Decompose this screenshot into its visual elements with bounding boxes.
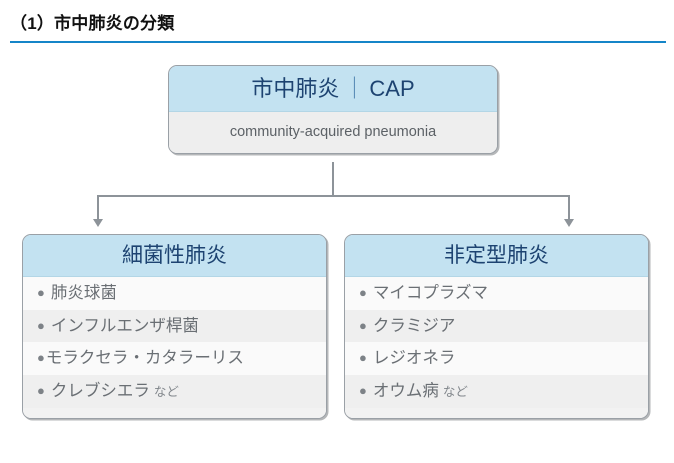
bullet-dot-icon: ● [359,382,367,398]
bullet-dot-icon: ● [359,317,367,333]
connector-trunk-line [332,162,334,196]
list-item: ● クレブシエラなど [23,374,326,408]
node-root-subtitle: community-acquired pneumonia [169,112,497,153]
list-item-label: クラミジア [372,316,456,335]
list-item-suffix: など [442,384,468,399]
list-item: ● オウム病など [345,374,648,408]
list-item: ● マイコプラズマ [345,277,648,310]
bullet-dot-icon: ● [37,285,45,300]
node-atypical-pneumonia: 非定型肺炎 ● マイコプラズマ ● クラミジア ● レジオネラ ● オウム病など [344,234,649,419]
node-bacterial-pneumonia-header: 細菌性肺炎 [23,235,326,277]
list-item-label: マイコプラズマ [372,284,489,302]
node-atypical-pneumonia-header: 非定型肺炎 [345,235,648,277]
list-item-label: クレブシエラ [50,381,150,400]
bullet-dot-icon: ● [359,285,367,300]
arrow-down-left-icon [93,219,103,227]
bullet-dot-icon: ● [359,350,367,366]
list-item-label: インフルエンザ桿菌 [50,316,199,335]
bullet-dot-icon: ● [37,350,45,366]
list-item-label: モラクセラ・カタラーリス [45,349,244,368]
list-item-label: レジオネラ [372,349,456,368]
list-item: ● クラミジア [345,309,648,343]
title-underline-rule [10,41,666,43]
list-item-label: オウム病 [372,381,439,400]
node-root-title-abbr: CAP [369,76,415,101]
list-item: ●モラクセラ・カタラーリス [23,342,326,375]
node-root-header: 市中肺炎｜CAP [169,66,497,112]
node-root-title-main: 市中肺炎 [251,76,340,101]
node-bacterial-pneumonia: 細菌性肺炎 ●肺炎球菌 ●インフルエンザ桿菌 ●モラクセラ・カタラーリス ●クレ… [22,234,327,419]
connector-crossbar-line [97,195,569,197]
node-community-acquired-pneumonia: 市中肺炎｜CAP community-acquired pneumonia [168,65,498,154]
arrow-down-right-icon [564,219,574,227]
node-bacterial-pneumonia-list: ●肺炎球菌 ●インフルエンザ桿菌 ●モラクセラ・カタラーリス ●クレブシエラなど [23,277,326,418]
bullet-dot-icon: ● [37,382,45,398]
page-title: （1）市中肺炎の分類 [10,14,175,33]
node-root-title-separator: ｜ [343,76,366,101]
list-item: ● レジオネラ [345,342,648,375]
node-atypical-pneumonia-list: ● マイコプラズマ ● クラミジア ● レジオネラ ● オウム病など [345,277,648,418]
list-item: ● 肺炎球菌 [23,277,326,310]
list-item: ● インフルエンザ桿菌 [23,309,326,343]
bullet-dot-icon: ● [37,317,45,333]
connector-drop-right-line [568,195,570,219]
list-item-suffix: など [153,384,179,399]
list-item-label: 肺炎球菌 [50,284,117,302]
connector-drop-left-line [97,195,99,219]
